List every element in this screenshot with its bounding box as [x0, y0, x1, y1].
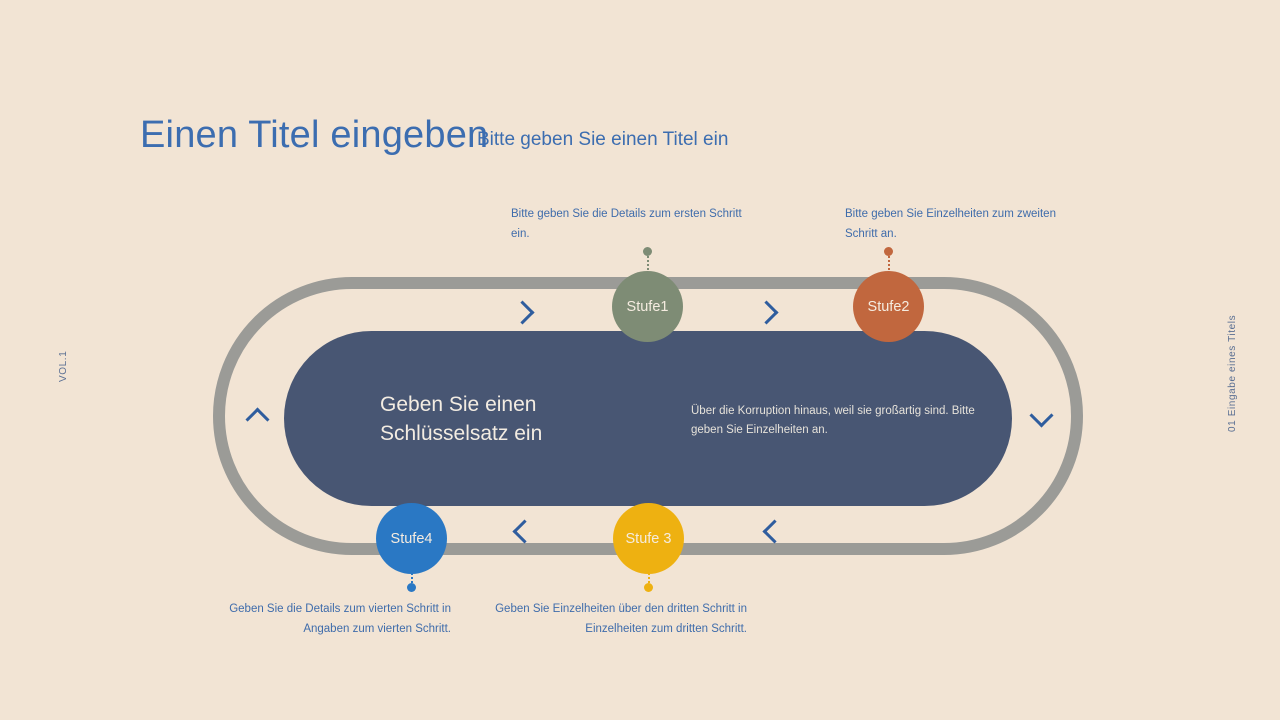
step-note-3: Geben Sie Einzelheiten über den dritten … [495, 603, 747, 635]
connector-line-1 [647, 256, 649, 274]
step-label-2: Stufe2 [867, 298, 910, 315]
connector-dot-1 [643, 247, 652, 256]
connector-dot-2 [884, 247, 893, 256]
page-subtitle: Bitte geben Sie einen Titel ein [477, 129, 729, 150]
center-panel-heading: Geben Sie einen Schlüsselsatz ein [380, 393, 543, 445]
connector-dot-4 [407, 583, 416, 592]
page-title: Einen Titel eingeben [140, 114, 489, 156]
connector-line-3 [648, 570, 650, 586]
volume-label: VOL.1 [58, 350, 69, 382]
section-label: 01 Eingabe eines Titels [1227, 314, 1238, 432]
step-circle-3[interactable]: Stufe 3 [613, 503, 684, 574]
step-label-3: Stufe 3 [625, 530, 672, 547]
connector-dot-3 [644, 583, 653, 592]
step-circle-4[interactable]: Stufe4 [376, 503, 447, 574]
center-panel: Geben Sie einen Schlüsselsatz ein Über d… [284, 331, 1012, 506]
step-circle-2[interactable]: Stufe2 [853, 271, 924, 342]
step-note-4: Geben Sie die Details zum vierten Schrit… [229, 603, 451, 635]
step-note-2: Bitte geben Sie Einzelheiten zum zweiten… [845, 208, 1056, 240]
step-note-1: Bitte geben Sie die Details zum ersten S… [511, 208, 742, 240]
step-circle-1[interactable]: Stufe1 [612, 271, 683, 342]
center-panel-body: Über die Korruption hinaus, weil sie gro… [691, 405, 975, 436]
step-label-4: Stufe4 [390, 530, 433, 547]
step-label-1: Stufe1 [626, 298, 669, 315]
connector-line-4 [411, 570, 413, 586]
connector-line-2 [888, 256, 890, 274]
